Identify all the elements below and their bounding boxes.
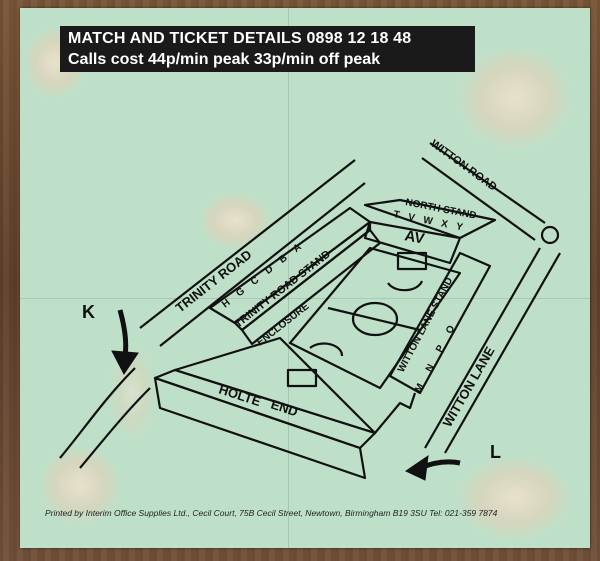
banner-line-2: Calls cost 44p/min peak 33p/min off peak (68, 51, 381, 68)
north-penalty-arc (387, 280, 424, 292)
pitch (288, 246, 462, 390)
fold-crease-vertical (288, 8, 289, 548)
holte-end-front (153, 376, 367, 480)
south-goal-box (286, 368, 318, 388)
entrance-l-label: L (490, 442, 501, 462)
stain-bottom-left (40, 448, 120, 523)
stadium-map: TRINITY ROAD WITTON ROAD WITTON LANE NOR… (59, 138, 561, 481)
entrance-k-label: K (82, 302, 95, 322)
arrow-k-head (111, 350, 139, 375)
holte-end-label-2: END (269, 397, 300, 420)
stain-bottom-right (460, 458, 570, 538)
north-stand-front (363, 220, 462, 265)
trinity-road-line-inner (159, 182, 366, 347)
trinity-road-line-outer (139, 159, 356, 329)
south-penalty-arc (309, 342, 344, 357)
enclosure-shape (240, 228, 382, 346)
fold-crease-horizontal (20, 298, 590, 299)
centre-circle (351, 301, 399, 337)
ticket: MATCH AND TICKET DETAILS 0898 12 18 48 C… (20, 8, 590, 548)
north-stand-logo: AV (403, 227, 426, 247)
entrance-arrows (111, 309, 461, 481)
roundabout (540, 225, 560, 245)
witton-lane-label: WITTON LANE (440, 344, 498, 430)
witton-lane-line-1 (424, 247, 541, 449)
holte-end-top (153, 368, 377, 450)
witton-road-line-1 (429, 142, 546, 224)
arrow-k-shaft (117, 309, 129, 357)
witton-lane-line-2 (444, 252, 561, 454)
road-k-2 (79, 387, 151, 469)
printer-credit: Printed by Interim Office Supplies Ltd.,… (45, 508, 498, 518)
stain-center (200, 193, 270, 248)
road-k-1 (59, 367, 136, 459)
witton-road-label: WITTON ROAD (428, 138, 499, 194)
witton-road-line-2 (421, 157, 536, 241)
stain-top-right (460, 48, 570, 148)
holte-end-roof-line (173, 336, 377, 435)
info-banner: MATCH AND TICKET DETAILS 0898 12 18 48 C… (60, 26, 475, 72)
arrow-l-head (404, 454, 429, 481)
north-stand-shape (363, 198, 497, 240)
holte-end-label: HOLTE (217, 382, 263, 410)
banner-line-1: MATCH AND TICKET DETAILS 0898 12 18 48 (68, 30, 412, 47)
halfway-line (327, 306, 421, 332)
north-goal-box (396, 251, 428, 271)
corner-steps (374, 392, 417, 434)
witton-lane-stand-shape (388, 251, 492, 395)
